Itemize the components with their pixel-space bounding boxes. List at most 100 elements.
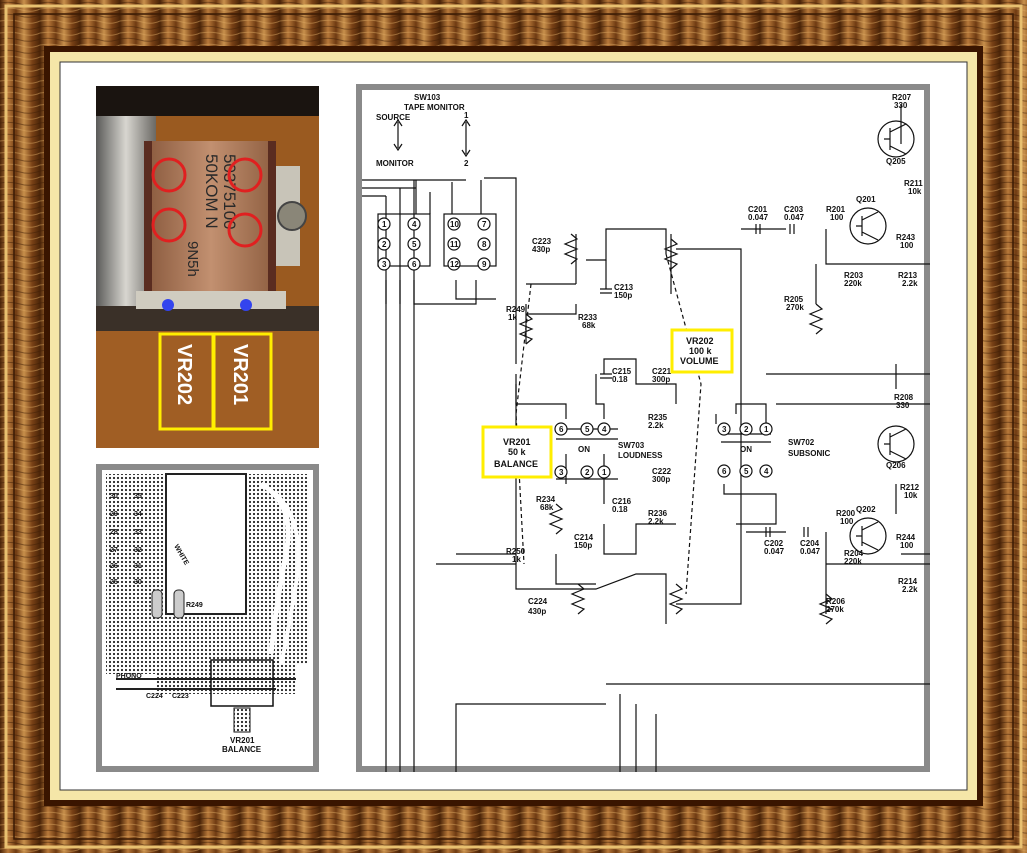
transistor-label: Q202: [856, 505, 876, 514]
jack-pin-label: 1: [382, 220, 387, 229]
component-ref: C204: [800, 539, 820, 548]
component-ref: R236: [648, 509, 668, 518]
component-ref: R234: [536, 495, 556, 504]
sw702-pin: 3: [722, 425, 727, 434]
sw702-pin: 6: [722, 467, 727, 476]
component-ref: R233: [578, 313, 598, 322]
pot-print-line-1: 50375100: [220, 154, 239, 230]
component-ref: R244: [896, 533, 916, 542]
component-ref: C216: [612, 497, 632, 506]
component-value: 68k: [582, 321, 596, 330]
component-ref: C203: [784, 205, 804, 214]
sw702-pin: 5: [744, 467, 749, 476]
component-value: 100: [840, 517, 854, 526]
sw702-pin: 2: [744, 425, 749, 434]
terminal-circle: [227, 157, 263, 193]
jack-pin-label: 11: [450, 240, 459, 249]
pcb-pin: 31: [134, 563, 142, 570]
component-ref: R213: [898, 271, 918, 280]
component-ref: R206: [826, 597, 846, 606]
vr201-highlight: [481, 425, 553, 479]
pcb-pin: 27: [110, 547, 118, 554]
sw703-pin: 4: [602, 425, 607, 434]
component-value: 1k: [512, 555, 521, 564]
component-value: 100: [830, 213, 844, 222]
pot-print-text: 50375100 50KOM N 9N5h: [184, 154, 239, 277]
sw703-pin: 6: [559, 425, 564, 434]
marker-dot: [162, 299, 174, 311]
pcb-pin: 33: [134, 529, 142, 536]
jack-pin-label: 9: [482, 260, 487, 269]
component-ref: R208: [894, 393, 914, 402]
sw103-pos-1: 1: [464, 111, 469, 120]
pcb-pin: 30: [134, 579, 142, 586]
photo-label-vr201: VR201: [229, 344, 251, 405]
component-value: 300p: [652, 475, 670, 484]
component-value: 2.2k: [902, 279, 918, 288]
component-ref: C213: [614, 283, 634, 292]
schematic-wires: [362, 104, 930, 772]
jack-pin-label: 7: [482, 220, 487, 229]
sw103-monitor: MONITOR: [376, 159, 414, 168]
component-value: 330: [896, 401, 910, 410]
component-ref: C221: [652, 367, 672, 376]
component-ref: R235: [648, 413, 668, 422]
pcb-cap-label: C223: [172, 693, 189, 700]
photo-label-vr202: VR202: [173, 344, 195, 405]
component-value: 0.047: [764, 547, 785, 556]
sw703-pin: 5: [585, 425, 590, 434]
component-ref: C202: [764, 539, 784, 548]
terminal-circle: [151, 207, 187, 243]
pcb-pin: 26: [110, 563, 118, 570]
component-value: 68k: [540, 503, 554, 512]
sw703-func: LOUDNESS: [618, 451, 663, 460]
component-value: 330: [894, 101, 908, 110]
sw702-ref: SW702: [788, 438, 815, 447]
component-ref: C201: [748, 205, 768, 214]
sw703-pin: 2: [585, 468, 590, 477]
pcb-pin: 32: [134, 547, 142, 554]
sw703-on: ON: [578, 445, 590, 454]
component-value: 2.2k: [902, 585, 918, 594]
component-value: 150p: [574, 541, 592, 550]
component-value: 430p: [532, 245, 550, 254]
pcb-pin: 28: [110, 529, 118, 536]
jack-pin-label: 12: [450, 260, 459, 269]
component-ref: R200: [836, 509, 856, 518]
component-ref: C215: [612, 367, 632, 376]
sw703-ref: SW703: [618, 441, 645, 450]
component-value: 2.2k: [648, 517, 664, 526]
jack-pin-label: 2: [382, 240, 387, 249]
component-ref: R211: [904, 179, 923, 188]
vr201-value: 50 k: [508, 447, 527, 457]
pot-print-line-2: 50KOM N: [202, 154, 221, 229]
component-value: 0.047: [748, 213, 769, 222]
pot-print-line-3: 9N5h: [184, 241, 201, 277]
component-ref: R205: [784, 295, 804, 304]
pcb-pin: 34: [134, 511, 142, 518]
transistor-label: Q201: [856, 195, 876, 204]
component-ref: R249: [506, 305, 526, 314]
component-value: 150p: [614, 291, 632, 300]
component-ref: R212: [900, 483, 920, 492]
jack-pin-label: 3: [382, 260, 387, 269]
component-ref: R214: [898, 577, 918, 586]
component-ref: R201: [826, 205, 846, 214]
sw103-ref: SW103: [414, 93, 441, 102]
jack-pin-label: 6: [412, 260, 417, 269]
vr202-value: 100 k: [689, 346, 713, 356]
component-ref: C224: [528, 597, 548, 606]
jack-pin-label: 5: [412, 240, 417, 249]
terminal-pins: [377, 217, 773, 479]
jack-pin-label: 4: [412, 220, 417, 229]
component-value: 0.18: [612, 375, 628, 384]
vr202-highlight: [670, 328, 734, 374]
component-ref: R203: [844, 271, 864, 280]
component-ref: R207: [892, 93, 912, 102]
component-ref: R204: [844, 549, 864, 558]
component-value: 2.2k: [648, 421, 664, 430]
pcb-pin: 25: [110, 579, 118, 586]
component-value: 100: [900, 241, 914, 250]
transistor-label: Q206: [886, 461, 906, 470]
